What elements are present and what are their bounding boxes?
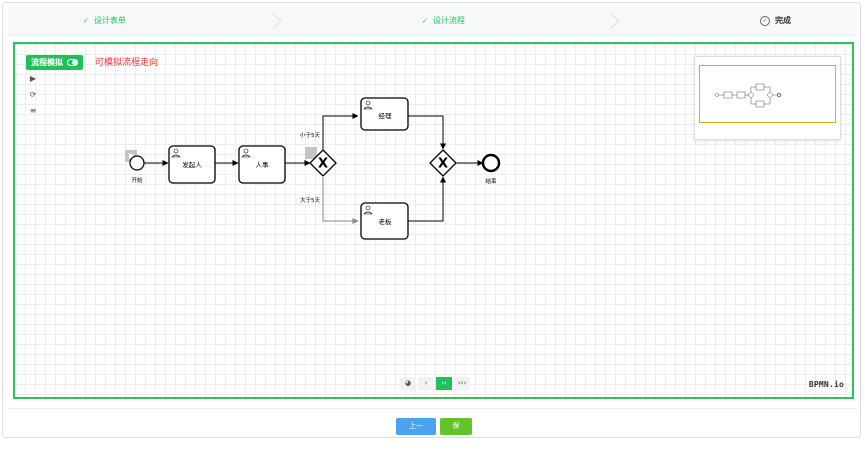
step-label: 完成 [775, 16, 791, 25]
step-design-form[interactable]: ✓ 设计表单 [83, 6, 126, 36]
bpmn-io-logo[interactable]: BPMN.io [808, 380, 844, 389]
step-label: 设计表单 [93, 16, 126, 25]
simulation-hint: 可模拟流程走向 [95, 58, 159, 68]
speed-fast-button[interactable]: ››› [454, 376, 470, 390]
condition-label: 小于5天 [300, 131, 320, 139]
log-icon[interactable]: ≡ [29, 106, 37, 115]
step-design-flow[interactable]: ✓ 设计流程 [422, 6, 465, 36]
toggle-icon [67, 59, 78, 66]
simulate-label: 流程模拟 [31, 58, 63, 67]
task-label: 老板 [379, 217, 393, 226]
footer-divider [8, 408, 857, 409]
play-icon [129, 153, 135, 159]
task-manager[interactable] [360, 97, 409, 131]
user-icon [363, 205, 373, 215]
bpmn-canvas[interactable]: 流程模拟 可模拟流程走向 ▶ ⟳ ≡ 开始 发起人 [13, 42, 854, 399]
check-icon: ✓ [83, 17, 89, 25]
step-label: 设计流程 [432, 16, 465, 25]
prev-step-button[interactable]: 上一步 [396, 418, 436, 447]
speed-gauge-icon[interactable]: ◕ [400, 376, 416, 390]
end-event[interactable] [481, 153, 501, 173]
minimap[interactable] [694, 56, 841, 140]
chevron-right-icon [610, 13, 620, 29]
save-button[interactable]: 保存 [440, 418, 472, 447]
minimap-diagram [715, 83, 782, 108]
condition-label: 大于5天 [300, 196, 320, 204]
user-icon [363, 100, 373, 110]
task-label: 发起人 [182, 160, 202, 169]
start-label: 开始 [131, 176, 143, 184]
user-icon [241, 148, 251, 158]
speed-palette: ◕ › ›› ››› [400, 376, 472, 390]
simulate-toggle-button[interactable]: 流程模拟 [26, 55, 83, 70]
gateway-x-icon: X [438, 157, 448, 172]
user-icon [171, 148, 181, 158]
task-label: 人事 [256, 160, 270, 169]
token-marker[interactable] [305, 147, 317, 159]
end-label: 结束 [485, 177, 497, 185]
task-label: 经理 [379, 111, 393, 120]
minimap-viewport[interactable] [699, 65, 836, 123]
reset-icon[interactable]: ⟳ [29, 90, 37, 99]
chevron-right-icon [272, 13, 282, 29]
bpmn-diagram: 开始 发起人 人事 X 小于5天 大于5天 [125, 97, 501, 240]
gateway-x-icon: X [318, 157, 328, 172]
task-initiator[interactable] [168, 145, 216, 184]
exclusive-gateway-join[interactable] [429, 149, 457, 177]
steps-bar: ✓ 设计表单 ✓ 设计流程 ✓ 完成 [8, 6, 857, 36]
check-icon: ✓ [422, 17, 428, 25]
check-circle-icon: ✓ [760, 16, 770, 26]
play-icon[interactable]: ▶ [29, 74, 37, 83]
speed-normal-button[interactable]: ›› [436, 376, 452, 390]
start-event[interactable] [129, 155, 145, 171]
task-hr[interactable] [238, 145, 286, 184]
step-finish[interactable]: ✓ 完成 [760, 6, 791, 36]
speed-slow-button[interactable]: › [418, 376, 434, 390]
